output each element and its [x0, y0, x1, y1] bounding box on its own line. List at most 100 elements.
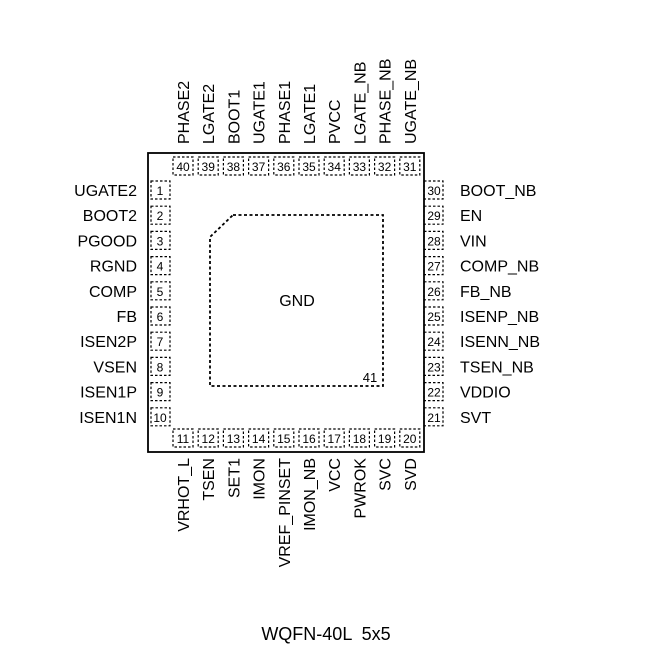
pin-name: IMON: [252, 458, 269, 500]
pin-pad: [423, 230, 444, 250]
pin-27: 27 COMP_NB: [423, 256, 539, 276]
pin-number: 23: [427, 360, 441, 374]
pin-name: COMP: [89, 284, 137, 301]
pin-number: 28: [427, 234, 441, 248]
pin-pad: [150, 256, 171, 276]
pin-number: 15: [277, 432, 291, 446]
pin-pad: [323, 156, 345, 176]
pin-number: 12: [202, 432, 216, 446]
pin-name: VDDIO: [460, 385, 511, 402]
pin-number: 3: [157, 234, 164, 248]
pin-pad: [323, 428, 345, 448]
pin-name: EN: [460, 208, 482, 225]
pin-name: RGND: [90, 259, 137, 276]
package-body: [147, 152, 425, 453]
pin-pad: [150, 205, 171, 225]
pin-name: VSEN: [93, 359, 137, 376]
pin-pad: [222, 428, 244, 448]
pin-number: 24: [427, 335, 441, 349]
pin-pad: [248, 156, 270, 176]
pin-number: 1: [157, 184, 164, 198]
pin-pad: [423, 382, 444, 402]
pin-pad: [150, 356, 171, 376]
pin-name: BOOT1: [226, 90, 243, 144]
pin-pad: [172, 156, 194, 176]
pin-pad: [423, 281, 444, 301]
pin-pad: [273, 156, 295, 176]
pin-6: 6FB: [117, 306, 171, 326]
pin-3: 3 PGOOD: [77, 230, 171, 250]
pin-number: 5: [157, 285, 164, 299]
pin-name: ISEN1P: [80, 385, 137, 402]
pin-name: FB: [117, 309, 137, 326]
pin-pad: [423, 205, 444, 225]
pin-number: 32: [378, 160, 392, 174]
pin-pad: [298, 428, 320, 448]
pin-name: SVD: [403, 458, 420, 491]
pin-pad: [423, 180, 444, 200]
pin-name: VIN: [460, 233, 487, 250]
pin-number: 35: [302, 160, 316, 174]
pin-pad: [423, 256, 444, 276]
pin-number: 9: [157, 386, 164, 400]
pin-name: PHASE_NB: [378, 59, 395, 144]
pin-pad: [150, 407, 171, 427]
pin-pad: [197, 156, 219, 176]
pin-number: 38: [227, 160, 241, 174]
pin-name: SET1: [226, 458, 243, 498]
pin-pad: [423, 407, 444, 427]
pin-31: 31 UGATE_NB: [399, 59, 421, 176]
pin-number: 20: [403, 432, 417, 446]
pin-name: PVCC: [327, 100, 344, 144]
pins-top: 40PHASE239LGATE238BOOT137UGATE136PHASE13…: [172, 59, 421, 176]
pin-number: 31: [403, 160, 417, 174]
pin-name: VREF_PINSET: [277, 458, 294, 568]
pin-pad: [172, 428, 194, 448]
pin-number: 11: [177, 432, 190, 446]
pin-name: BOOT2: [83, 208, 137, 225]
pin-pad: [399, 428, 421, 448]
pin-5: 5 COMP: [89, 281, 171, 301]
exposed-pad-number: 41: [363, 370, 377, 385]
pin-number: 29: [427, 209, 441, 223]
pin-name: SVC: [378, 458, 395, 491]
pin-number: 39: [202, 160, 216, 174]
pin-number: 27: [427, 260, 441, 274]
pin-name: UGATE1: [252, 81, 269, 144]
pin-pad: [197, 428, 219, 448]
pin-pad: [150, 230, 171, 250]
pin-name: UGATE_NB: [403, 59, 420, 144]
pin-number: 7: [157, 335, 164, 349]
pin-name: COMP_NB: [460, 259, 539, 276]
pin-name: IMON_NB: [302, 458, 319, 531]
pin-name: LGATE_NB: [352, 62, 369, 144]
pin-name: PGOOD: [77, 233, 137, 250]
pin-29: 29 EN: [423, 205, 482, 225]
pin-number: 14: [252, 432, 266, 446]
pin-pad: [399, 156, 421, 176]
pin-name: PWROK: [352, 458, 369, 519]
pin-pad: [222, 156, 244, 176]
pin-number: 37: [252, 160, 266, 174]
